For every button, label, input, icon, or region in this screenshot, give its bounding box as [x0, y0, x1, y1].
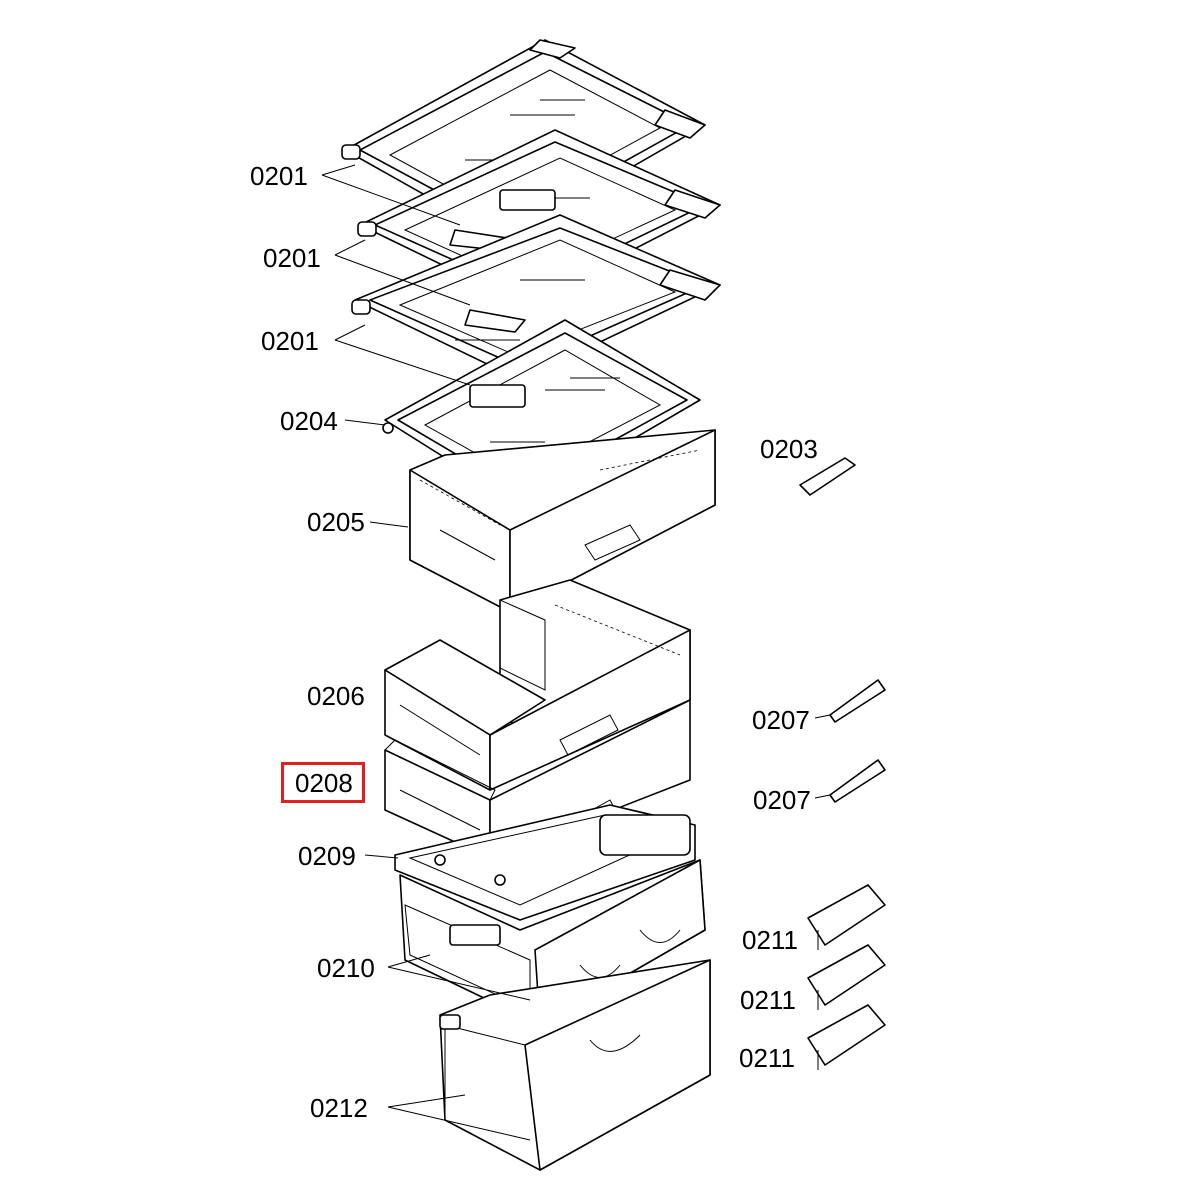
drawer-0206	[384, 579, 691, 791]
cover-0211-b	[807, 944, 886, 1010]
part-label-0201: 0201	[261, 326, 319, 356]
part-label-0207: 0207	[752, 705, 810, 735]
drawer-0205	[409, 429, 716, 613]
cover-0211-a	[807, 884, 886, 950]
part-label-0209: 0209	[298, 841, 356, 871]
part-label-0203: 0203	[760, 434, 818, 464]
part-label-0210: 0210	[317, 953, 375, 983]
part-label-0206: 0206	[307, 681, 365, 711]
part-label-0201: 0201	[250, 161, 308, 191]
shelf-0201-bottom	[351, 214, 721, 381]
frame-0209	[394, 804, 696, 921]
part-label-0208: 0208	[295, 768, 353, 798]
trim-0207-upper	[829, 679, 886, 723]
part-label-0204: 0204	[280, 406, 338, 436]
cover-0211-c	[807, 1004, 886, 1070]
trim-0207-lower	[829, 759, 886, 803]
part-label-0207: 0207	[753, 785, 811, 815]
drawer-0212	[439, 959, 711, 1171]
highlight-box-0208	[281, 762, 365, 803]
part-label-0211: 0211	[739, 1043, 795, 1073]
part-label-0211: 0211	[740, 985, 796, 1015]
part-label-0201: 0201	[263, 243, 321, 273]
trim-0203	[799, 457, 856, 496]
part-label-0211: 0211	[742, 925, 798, 955]
part-label-0212: 0212	[310, 1093, 368, 1123]
part-label-0205: 0205	[307, 507, 365, 537]
leader-lines	[321, 164, 831, 1141]
